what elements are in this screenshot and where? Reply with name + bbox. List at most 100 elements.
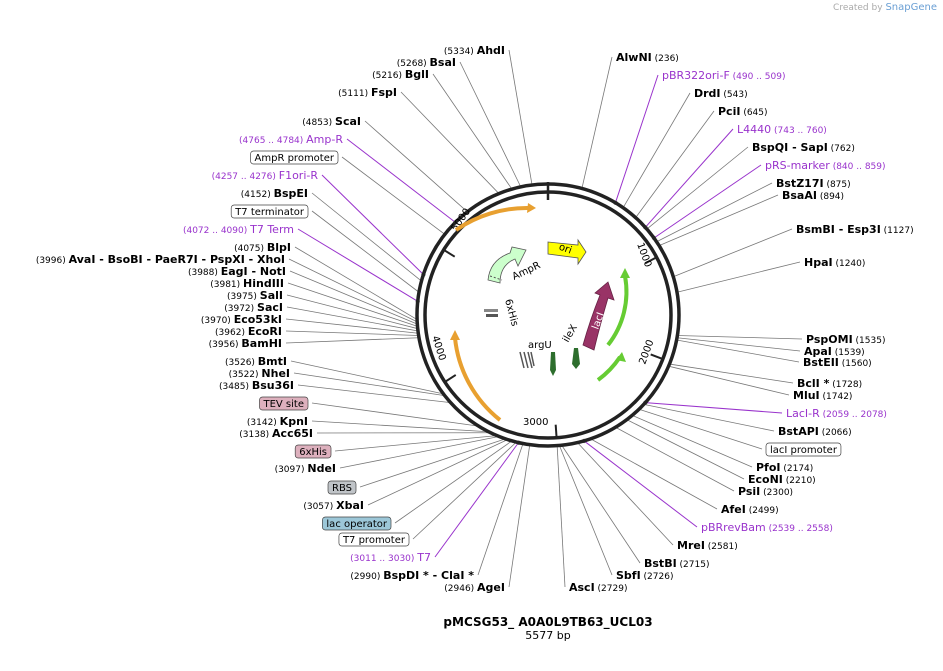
ring-tick-label: 2000 <box>637 338 656 366</box>
site-label-text: (4765 .. 4784) Amp-R <box>239 133 343 146</box>
leader-line <box>581 56 613 189</box>
site-label-bspei[interactable]: (4152) BspEI <box>241 187 308 200</box>
site-label-nhei[interactable]: (3522) NheI <box>229 367 290 380</box>
site-label-bsaai[interactable]: BsaAI (894) <box>782 189 844 202</box>
site-label-t7term[interactable]: (4072 .. 4090) T7 Term <box>183 223 294 236</box>
site-label-alwni[interactable]: AlwNI (236) <box>616 51 679 64</box>
site-label-pcii[interactable]: PciI (645) <box>718 105 768 118</box>
site-label-text: HpaI (1240) <box>804 256 865 269</box>
leader-line <box>644 128 734 228</box>
site-label-blpi[interactable]: (4075) BlpI <box>234 241 291 254</box>
feature-box <box>327 480 357 495</box>
leader-line <box>590 438 718 510</box>
site-label-pbrrev[interactable]: pBRrevBam (2539 .. 2558) <box>701 521 833 534</box>
site-label-bamhi[interactable]: (3956) BamHI <box>209 337 282 350</box>
site-label-t7prom[interactable]: T7 promoter <box>338 532 410 547</box>
site-label-ahdi[interactable]: (5334) AhdI <box>444 44 505 57</box>
site-label-asci[interactable]: AscI (2729) <box>569 581 627 594</box>
site-label-eco53ki[interactable]: (3970) Eco53kI <box>201 313 282 326</box>
site-label-eagi[interactable]: (3988) EagI - NotI <box>188 265 286 278</box>
leader-line <box>676 337 801 352</box>
site-label-econi[interactable]: EcoNI (2210) <box>748 473 816 486</box>
site-label-rbs[interactable]: RBS <box>327 480 357 495</box>
ampr-feature[interactable] <box>487 246 527 284</box>
site-label-tev[interactable]: TEV site <box>259 396 309 411</box>
site-label-ndei[interactable]: (3097) NdeI <box>275 462 336 475</box>
site-label-apai[interactable]: ApaI (1539) <box>804 345 865 358</box>
site-label-agei[interactable]: (2946) AgeI <box>444 581 505 594</box>
site-label-pfoi[interactable]: PfoI (2174) <box>756 461 813 474</box>
site-label-text: (3975) SalI <box>227 289 283 302</box>
site-label-pbr322[interactable]: pBR322ori-F (490 .. 509) <box>662 69 785 82</box>
leader-line <box>311 420 489 433</box>
site-label-amprprom[interactable]: AmpR promoter <box>250 150 339 165</box>
leader-line <box>653 164 762 239</box>
his-tag-mark <box>484 309 498 312</box>
site-label-text: (3996) AvaI - BsoBI - PaeR7I - PspXI - X… <box>36 253 285 266</box>
site-label-l4440[interactable]: L4440 (743 .. 760) <box>737 123 827 136</box>
site-label-laciprom[interactable]: lacI promoter <box>765 442 842 457</box>
laci-feature[interactable] <box>582 281 615 351</box>
site-label-hpai[interactable]: HpaI (1240) <box>804 256 865 269</box>
site-label-sali[interactable]: (3975) SalI <box>227 289 283 302</box>
site-label-saci[interactable]: (3972) SacI <box>224 301 283 314</box>
site-label-psii[interactable]: PsiI (2300) <box>738 485 793 498</box>
site-label-bstbi[interactable]: BstBI (2715) <box>644 557 709 570</box>
site-label-t7term[interactable]: T7 terminator <box>230 204 309 219</box>
feature-box-text: 6xHis <box>299 447 327 458</box>
site-label-avai[interactable]: (3996) AvaI - BsoBI - PaeR7I - PspXI - X… <box>36 253 285 266</box>
site-label-scai[interactable]: (4853) ScaI <box>302 115 361 128</box>
feature-box-text: AmpR promoter <box>255 153 335 164</box>
site-label-text: (4152) BspEI <box>241 187 308 200</box>
site-label-bmti[interactable]: (3526) BmtI <box>225 355 287 368</box>
site-label-xbai[interactable]: (3057) XbaI <box>303 499 364 512</box>
leader-line <box>676 339 800 363</box>
site-label-sbfi[interactable]: SbfI (2726) <box>616 569 673 582</box>
leader-line <box>477 443 524 576</box>
site-label-text: (3485) Bsu36I <box>219 379 294 392</box>
site-label-pspomi[interactable]: PspOMI (1535) <box>806 333 885 346</box>
site-label-prs[interactable]: pRS-marker (840 .. 859) <box>765 159 886 172</box>
site-label-bstz17i[interactable]: BstZ17I (875) <box>776 177 851 190</box>
site-label-bsmbi[interactable]: BsmBI - Esp3I (1127) <box>796 223 914 236</box>
site-label-mrei[interactable]: MreI (2581) <box>677 539 738 552</box>
site-label-bspqi[interactable]: BspQI - SapI (762) <box>752 141 855 154</box>
leader-line <box>434 442 519 558</box>
site-label-hindiii[interactable]: (3981) HindIII <box>210 277 284 290</box>
site-label-text: EcoNI (2210) <box>748 473 816 486</box>
site-label-bspdi[interactable]: (2990) BspDI * - ClaI * <box>350 569 474 582</box>
site-label-ampr[interactable]: (4765 .. 4784) Amp-R <box>239 133 343 146</box>
feature-box <box>250 150 339 165</box>
site-label-bcli[interactable]: BclI * (1728) <box>797 377 862 390</box>
leader-line <box>287 282 418 327</box>
leader-lines <box>285 49 803 588</box>
site-label-fspi[interactable]: (5111) FspI <box>338 86 397 99</box>
site-label-drdi[interactable]: DrdI (543) <box>694 87 748 100</box>
site-label-mlui[interactable]: MluI (1742) <box>793 389 852 402</box>
site-label-bsteii[interactable]: BstEII (1560) <box>803 356 872 369</box>
leader-line <box>289 270 418 325</box>
inner-ring <box>423 190 673 440</box>
site-label-text: (3988) EagI - NotI <box>188 265 286 278</box>
leader-line <box>583 440 698 528</box>
ring-tick-mark <box>444 374 457 383</box>
site-label-afei[interactable]: AfeI (2499) <box>721 503 779 516</box>
site-label-text: L4440 (743 .. 760) <box>737 123 827 136</box>
site-label-bgli[interactable]: (5216) BglI <box>372 68 429 81</box>
site-label-bsai[interactable]: (5268) BsaI <box>397 56 456 69</box>
ori-feature[interactable] <box>547 238 587 266</box>
site-label-text: (3526) BmtI <box>225 355 287 368</box>
snapgene-logo: SnapGene <box>885 2 937 13</box>
ilex-label: ileX <box>561 323 580 345</box>
leader-line <box>364 120 468 213</box>
site-label-lacir[interactable]: LacI-R (2059 .. 2078) <box>786 407 887 420</box>
site-label-acc65i[interactable]: (3138) Acc65I <box>239 427 313 440</box>
site-label-ecori[interactable]: (3962) EcoRI <box>215 325 282 338</box>
site-label-kpni[interactable]: (3142) KpnI <box>247 415 308 428</box>
site-label-t7[interactable]: (3011 .. 3030) T7 <box>350 551 431 564</box>
site-label-f1ori[interactable]: (4257 .. 4276) F1ori-R <box>212 169 319 182</box>
site-label-bstapi[interactable]: BstAPI (2066) <box>778 425 852 438</box>
site-label-lacop[interactable]: lac operator <box>322 516 392 531</box>
site-label-6xhis[interactable]: 6xHis <box>294 444 332 459</box>
site-label-bsu36i[interactable]: (3485) Bsu36I <box>219 379 294 392</box>
